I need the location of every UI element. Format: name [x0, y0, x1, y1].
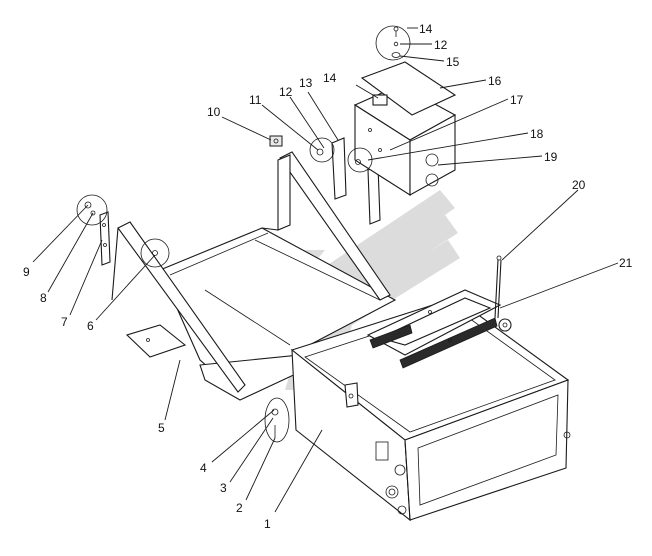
callout-17: 17: [510, 93, 524, 107]
callout-16: 16: [488, 74, 502, 88]
callout-7: 7: [61, 315, 68, 329]
washer-part-10: [269, 135, 283, 147]
callout-1: 1: [264, 517, 271, 531]
fastener-detail-2-3-4: [264, 397, 290, 443]
callout-4: 4: [200, 461, 207, 475]
callout-13: 13: [299, 76, 313, 90]
fastener-detail-8-9: [76, 194, 108, 226]
fastener-detail-12-13: [309, 137, 335, 163]
callout-20: 20: [572, 178, 586, 192]
electrical-box: [353, 61, 457, 197]
callout-6: 6: [87, 319, 94, 333]
top-frame-part-21: [366, 289, 512, 369]
callout-15: 15: [446, 55, 460, 69]
callout-12-left: 12: [279, 85, 293, 99]
leader-lines: [32, 27, 619, 513]
callout-9: 9: [23, 265, 30, 279]
callout-10: 10: [207, 105, 221, 119]
callout-21: 21: [619, 256, 633, 270]
upper-bracket: [261, 137, 391, 301]
callout-14-left: 14: [323, 71, 337, 85]
callout-labels: 1 2 3 4 5 6 7 8 9 10 11 12 13 14 14 12 1…: [23, 22, 633, 531]
main-frame-part-1: [290, 297, 571, 522]
callout-2: 2: [236, 501, 243, 515]
callout-18: 18: [530, 127, 544, 141]
callout-12-top: 12: [434, 38, 448, 52]
fastener-detail-18: [347, 147, 373, 173]
fastener-detail-14-12-15: [375, 25, 411, 61]
rod-part-20: [494, 255, 502, 319]
callout-11: 11: [249, 93, 262, 107]
callout-8: 8: [40, 291, 47, 305]
callout-14-top: 14: [419, 22, 433, 36]
side-bracket-part-7: [99, 211, 246, 393]
callout-5: 5: [158, 421, 165, 435]
callout-19: 19: [544, 150, 558, 164]
callout-3: 3: [220, 481, 227, 495]
